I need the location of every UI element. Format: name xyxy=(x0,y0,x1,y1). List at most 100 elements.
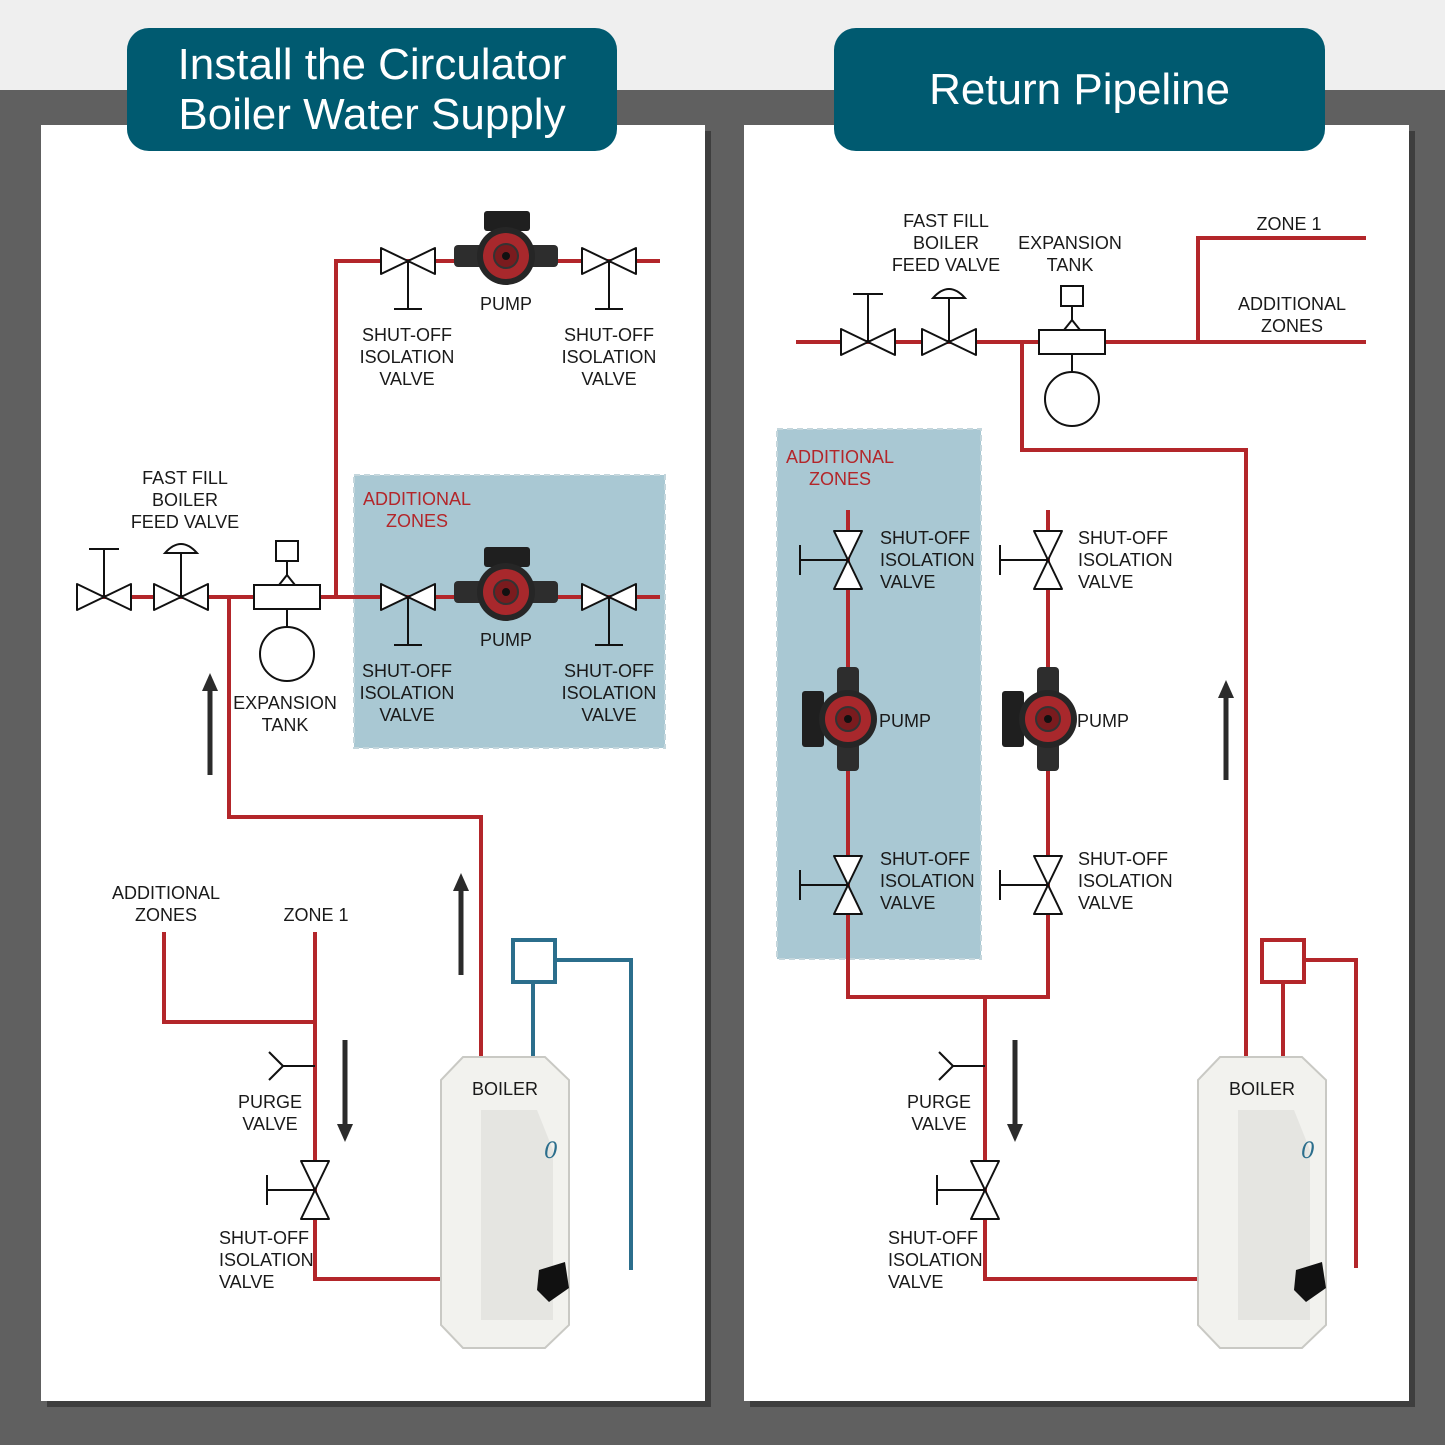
boiler-label: BOILER xyxy=(1229,1079,1295,1099)
zone2-shutoff-valve-bottom xyxy=(799,855,863,915)
zone2-shutoff-label-top-line: SHUT-OFF xyxy=(880,528,970,548)
additional-zones-return-pipe xyxy=(162,932,315,1024)
pump-control-box xyxy=(1002,691,1024,747)
flow-arrow-up xyxy=(1218,680,1234,780)
outlet-shutoff-label-line: ISOLATION xyxy=(888,1250,983,1270)
arrow-head xyxy=(202,673,218,691)
outlet-shutoff-label-line: SHUT-OFF xyxy=(888,1228,978,1248)
tank-gauge xyxy=(1060,285,1084,307)
zone1-pump-label-line: PUMP xyxy=(1077,711,1129,731)
pump-shaft xyxy=(844,715,852,723)
zone2-shutoff-label-bottom-line: VALVE xyxy=(880,893,935,913)
fast-fill-label-line: FAST FILL xyxy=(903,211,989,231)
zone2-shutoff-label-out-line: VALVE xyxy=(581,705,636,725)
zone1-return-header xyxy=(1196,236,1366,342)
fast-fill-valve xyxy=(153,543,209,611)
supply-panel xyxy=(41,125,705,1401)
zone1-shutoff-valve-in xyxy=(380,247,436,310)
zone2-shutoff-label-bottom-line: SHUT-OFF xyxy=(880,849,970,869)
supply-title-line2: Boiler Water Supply xyxy=(178,89,566,139)
zone1-shutoff-label-bottom-line: VALVE xyxy=(1078,893,1133,913)
supply-title-banner: Install the Circulator Boiler Water Supp… xyxy=(127,28,617,151)
zone1-pump xyxy=(1002,667,1077,771)
expansion-tank xyxy=(253,540,321,682)
zone1-shutoff-label-top-line: SHUT-OFF xyxy=(1078,528,1168,548)
pump-control-box xyxy=(484,547,530,567)
additional-zones-return-label-line: ZONES xyxy=(135,905,197,925)
return-shutoff-valve xyxy=(266,1160,330,1220)
zone1-shutoff-label-top-line: VALVE xyxy=(1078,572,1133,592)
valve-dome xyxy=(930,288,968,299)
fast-fill-label-line: BOILER xyxy=(913,233,979,253)
return-shutoff-label-line: ISOLATION xyxy=(219,1250,314,1270)
expansion-tank-label-line: EXPANSION xyxy=(233,693,337,713)
boiler-return-pipe xyxy=(1020,342,1248,1056)
zone2-shutoff-label-bottom-line: ISOLATION xyxy=(880,871,975,891)
return-title: Return Pipeline xyxy=(929,64,1230,114)
fast-fill-label-line: BOILER xyxy=(152,490,218,510)
zone1-shutoff-label-out-line: ISOLATION xyxy=(562,347,657,367)
zone1-return-label: ZONE 1 xyxy=(283,905,348,925)
zone1-shutoff-label-bottom-line: SHUT-OFF xyxy=(1078,849,1168,869)
boiler-logo: 0 xyxy=(1301,1139,1315,1164)
boiler-outlet-pipe xyxy=(983,997,1198,1281)
zone1-pump-label-line: PUMP xyxy=(480,294,532,314)
tank-vessel xyxy=(259,626,315,682)
pump-shaft xyxy=(1044,715,1052,723)
boiler-shading xyxy=(1238,1110,1310,1320)
pump-control-box xyxy=(484,211,530,231)
additional-zones-label-line: ZONES xyxy=(1261,316,1323,336)
boiler-shading xyxy=(481,1110,553,1320)
pump-shaft xyxy=(502,252,510,260)
zone2-shutoff-label-in-line: VALVE xyxy=(379,705,434,725)
purge-valve-label-line: VALVE xyxy=(911,1114,966,1134)
zone2-shutoff-label-in-line: ISOLATION xyxy=(360,683,455,703)
outlet-shutoff-valve xyxy=(936,1160,1000,1220)
additional-zones-return-label-line: ADDITIONAL xyxy=(112,883,220,903)
valve-dome xyxy=(162,543,200,554)
expansion-tank-label-line: TANK xyxy=(262,715,309,735)
flow-arrow-up xyxy=(202,673,218,775)
zone2-shutoff-label-top-line: VALVE xyxy=(880,572,935,592)
tank-gauge xyxy=(275,540,299,562)
zone2-shutoff-valve-top xyxy=(799,530,863,590)
control-wire xyxy=(556,958,633,1270)
zone1-shutoff-label-out-line: SHUT-OFF xyxy=(564,325,654,345)
additional-zones-label-line: ADDITIONAL xyxy=(1238,294,1346,314)
return-shutoff-label-line: VALVE xyxy=(219,1272,274,1292)
zone1-shutoff-valve-top xyxy=(999,530,1063,590)
return-shutoff-label-line: SHUT-OFF xyxy=(219,1228,309,1248)
additional-zones-box-label-line: ZONES xyxy=(809,469,871,489)
aquastat-box xyxy=(1260,938,1306,984)
tank-cap xyxy=(276,573,298,586)
boiler: 0 BOILER xyxy=(1197,1056,1327,1349)
pump-control-box xyxy=(802,691,824,747)
purge-valve xyxy=(938,1051,985,1081)
aquastat-box xyxy=(511,938,557,984)
supply-shutoff-valve xyxy=(76,548,132,611)
zone1-pump-label: PUMP xyxy=(1077,711,1129,731)
zone2-pump-label: PUMP xyxy=(480,630,532,650)
zone1-label: ZONE 1 xyxy=(1256,214,1321,234)
purge-valve-label-line: VALVE xyxy=(242,1114,297,1134)
return-title-banner: Return Pipeline xyxy=(834,28,1325,151)
zone2-shutoff-label-out-line: ISOLATION xyxy=(562,683,657,703)
zone1-shutoff-label-top-line: ISOLATION xyxy=(1078,550,1173,570)
pump-shaft xyxy=(502,588,510,596)
zone2-shutoff-label-out-line: SHUT-OFF xyxy=(564,661,654,681)
arrow-head xyxy=(1007,1124,1023,1142)
